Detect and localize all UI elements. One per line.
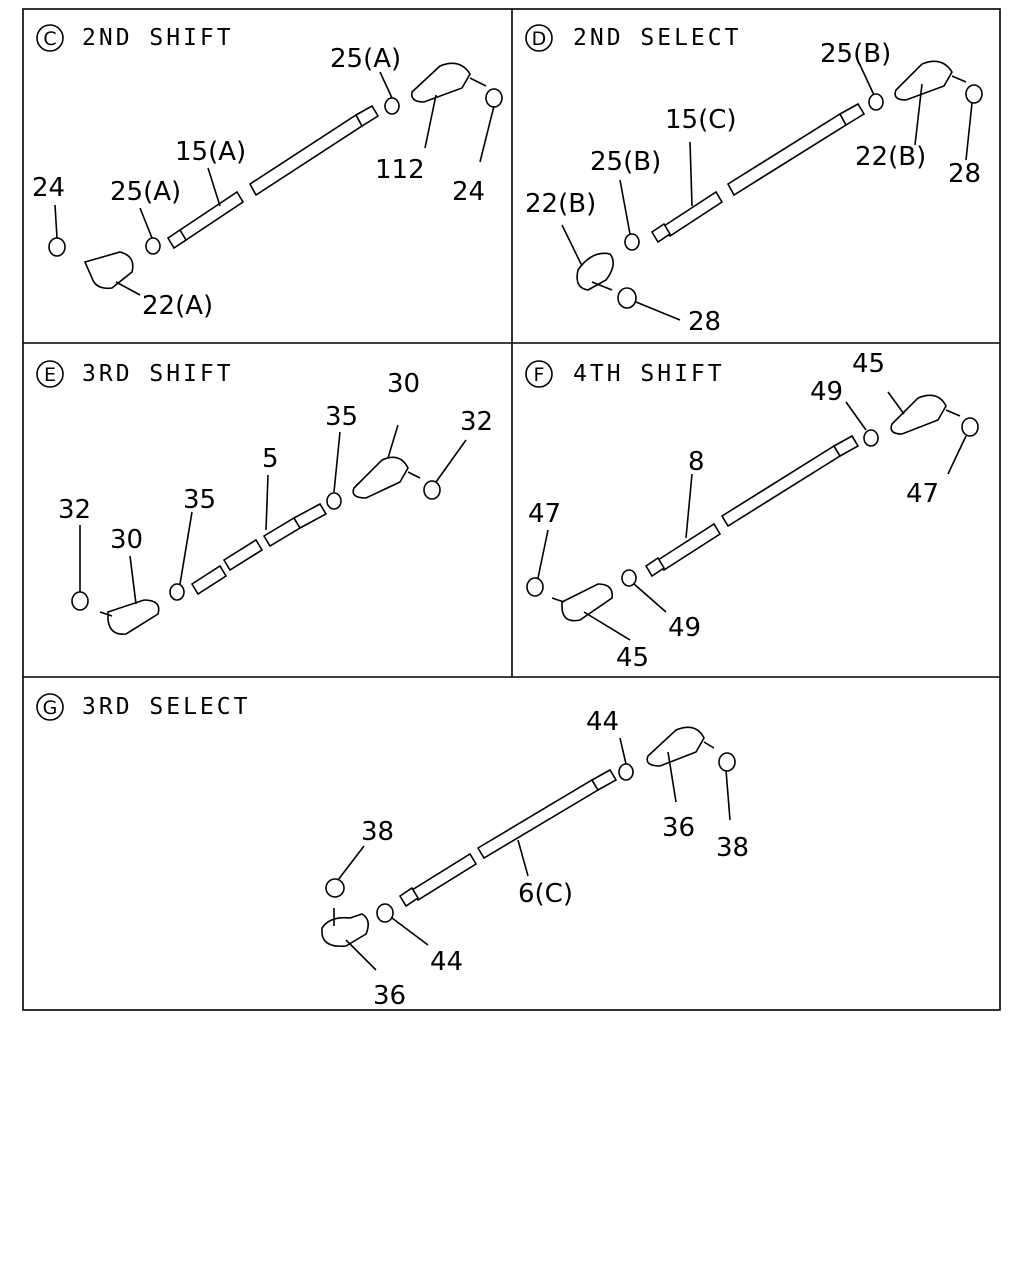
panel-d-title-text: 2ND SELECT [573,25,741,51]
panel-g-drawing [321,726,736,948]
panel-d-label-22b-right: 22(B) [855,142,926,172]
panel-e-letter: E [44,364,56,386]
panel-d: D 2ND SELECT 25(B) [525,24,983,337]
panel-c-label-24-right: 24 [452,177,485,207]
panel-e: E 3RD SHIFT 30 35 [36,360,493,636]
panel-f-letter: F [534,364,545,386]
panel-f-labels: 45 49 47 8 47 49 45 [528,349,939,673]
panel-c-title: C 2ND SHIFT [36,24,234,52]
panel-g-label-38-left: 38 [361,817,394,847]
panel-c-leaders [54,71,495,296]
panel-d-drawing [576,60,983,309]
panel-e-label-30-top: 30 [387,369,420,399]
panel-c-label-112: 112 [375,155,425,185]
panel-f-title-text: 4TH SHIFT [573,361,725,387]
panel-g-label-36-bottom: 36 [373,981,406,1011]
panel-d-label-22b-left: 22(B) [525,189,596,219]
panel-e-label-35-top: 35 [325,402,358,432]
panel-d-label-25b-left: 25(B) [590,147,661,177]
panel-e-labels: 30 35 32 5 35 32 30 [58,369,493,555]
panel-g-labels: 44 36 38 38 6(C) 44 36 [361,707,749,1011]
panel-c: C 2ND SHIFT [32,24,503,321]
panel-d-labels: 25(B) 22(B) 28 15(C) 25(B) 22(B) 28 [525,39,981,337]
diagram-frame [22,8,1001,1011]
panel-d-leaders [561,64,973,321]
panel-e-label-30-left: 30 [110,525,143,555]
panel-e-label-32-left: 32 [58,495,91,525]
panel-g-title-text: 3RD SELECT [82,694,250,720]
panel-g-leaders [337,737,731,971]
panel-c-label-15a: 15(A) [175,137,246,167]
panel-c-label-24-left: 24 [32,173,65,203]
panel-f-label-47-right: 47 [906,479,939,509]
panel-c-title-text: 2ND SHIFT [82,25,234,51]
panel-c-label-25a-top: 25(A) [330,44,401,74]
panel-f-leaders [537,391,967,641]
panel-g-label-38-right: 38 [716,833,749,863]
panel-d-title: D 2ND SELECT [525,24,741,52]
panel-f-label-45-top: 45 [852,349,885,379]
panel-f-label-49-top: 49 [810,377,843,407]
panel-d-label-25b-top: 25(B) [820,39,891,69]
panel-e-label-5: 5 [262,444,279,474]
panel-f-drawing [526,394,979,622]
panel-f-title: F 4TH SHIFT [525,360,725,388]
panel-e-label-32-right: 32 [460,407,493,437]
panel-d-label-28-bottom: 28 [688,307,721,337]
panel-e-drawing [71,456,441,636]
panel-c-label-22a: 22(A) [142,291,213,321]
panel-f-label-45-bottom: 45 [616,643,649,673]
panel-e-title: E 3RD SHIFT [36,360,234,388]
panel-d-letter: D [532,28,547,50]
panel-d-label-28-right: 28 [948,159,981,189]
panel-g: G 3RD SELECT 44 36 [36,693,749,1011]
panel-c-drawing [48,62,503,290]
panel-f-label-49-bottom: 49 [668,613,701,643]
panel-d-label-15c: 15(C) [665,105,737,135]
panel-f-label-8: 8 [688,447,705,477]
panel-c-label-25a-left: 25(A) [110,177,181,207]
panel-g-label-36-right: 36 [662,813,695,843]
panel-c-letter: C [43,28,56,50]
panel-g-title: G 3RD SELECT [36,693,250,721]
panel-e-label-35-left: 35 [183,485,216,515]
panel-e-title-text: 3RD SHIFT [82,361,234,387]
panel-g-letter: G [43,697,58,719]
panel-g-label-44-bottom: 44 [430,947,463,977]
panel-f: F 4TH SHIFT 45 49 [525,349,979,673]
panel-g-label-6c: 6(C) [518,879,573,909]
panel-c-labels: 25(A) 112 24 15(A) 24 25(A) 22(A) [32,44,485,321]
panel-g-label-44-top: 44 [586,707,619,737]
panel-f-label-47-left: 47 [528,499,561,529]
panel-e-leaders [79,424,467,605]
